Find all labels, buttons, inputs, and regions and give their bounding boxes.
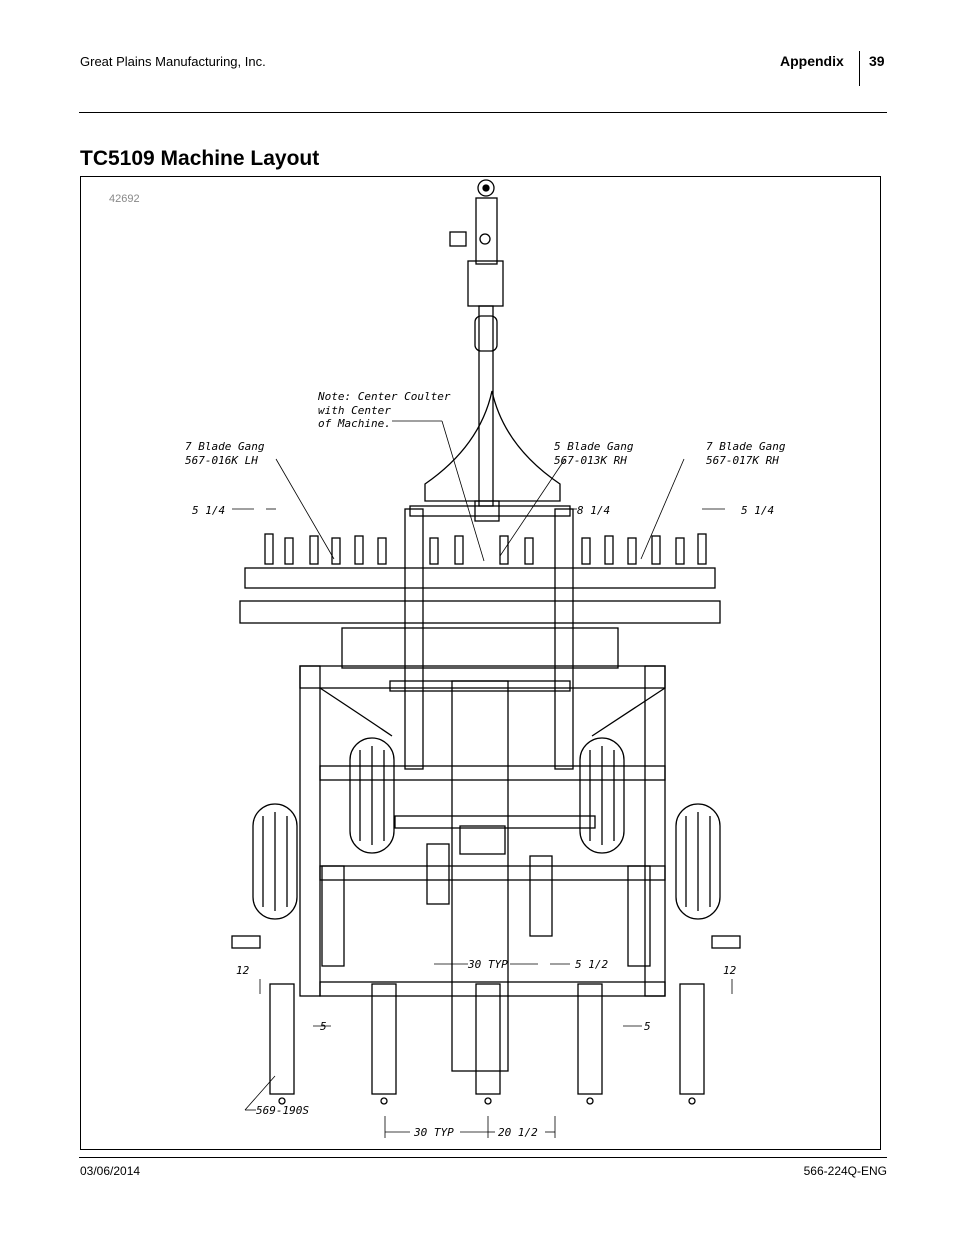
gang-center-line-1: 5 Blade Gang xyxy=(554,440,634,453)
dim-center-top: 8 1/4 xyxy=(577,504,610,517)
footer-date: 03/06/2014 xyxy=(80,1164,141,1178)
company-name: Great Plains Manufacturing, Inc. xyxy=(80,54,266,69)
tire-right-inner xyxy=(579,737,625,854)
gang-right-line-1: 7 Blade Gang xyxy=(706,440,786,453)
figure-labels: Note: Center Coulter with Center of Mach… xyxy=(185,390,786,1139)
gang-left-line-2: 567-016K LH xyxy=(185,454,258,467)
hitch-ring xyxy=(477,179,495,197)
dim-30-typ-top: 30 TYP xyxy=(467,958,508,971)
tire-right-outer xyxy=(675,803,721,920)
tire-left-outer xyxy=(252,803,298,920)
dim-5-half: 5 1/2 xyxy=(575,958,608,971)
tongue-front xyxy=(475,197,498,265)
frame-right-rail xyxy=(644,665,666,997)
note-line-1: Note: Center Coulter xyxy=(317,390,451,403)
part-shank-label: 569-190S xyxy=(256,1104,309,1117)
section-name: Appendix xyxy=(780,53,844,69)
dim-left-12: 12 xyxy=(236,964,250,977)
gang-right-line-2: 567-017K RH xyxy=(706,454,779,467)
note-line-3: of Machine. xyxy=(318,417,391,430)
figure-frame xyxy=(80,176,881,1150)
machine-layout-drawing: Note: Center Coulter with Center of Mach… xyxy=(185,179,786,1139)
dim-left-5: 5 xyxy=(320,1020,327,1033)
tongue-main xyxy=(478,305,494,507)
page-number: 39 xyxy=(869,53,885,69)
rear-shank-row xyxy=(269,983,705,1105)
dim-right-top: 5 1/4 xyxy=(741,504,774,517)
dim-right-12: 12 xyxy=(723,964,737,977)
page-title: TC5109 Machine Layout xyxy=(80,147,320,170)
disc-row xyxy=(264,533,707,565)
mid-bar xyxy=(394,815,596,829)
tire-left-inner xyxy=(349,737,395,854)
gang-center-line-2: 567-013K RH xyxy=(554,454,627,467)
front-shank-row xyxy=(321,843,651,967)
gang-left-line-1: 7 Blade Gang xyxy=(185,440,265,453)
center-shield xyxy=(424,390,561,502)
header-separator xyxy=(859,51,860,86)
dim-left-top: 5 1/4 xyxy=(192,504,225,517)
front-gang-bar xyxy=(244,567,716,589)
footer-rule xyxy=(79,1157,887,1158)
dim-20-half: 20 1/2 xyxy=(498,1126,538,1139)
note-line-2: with Center xyxy=(318,404,391,417)
dim-right-5: 5 xyxy=(644,1020,651,1033)
footer-doc-number: 566-224Q-ENG xyxy=(803,1164,887,1178)
frame-left-rail xyxy=(299,665,321,997)
header-rule xyxy=(79,112,887,113)
rear-toolbar xyxy=(319,981,666,997)
dim-30-typ-bottom: 30 TYP xyxy=(413,1126,454,1139)
figure-number: 42692 xyxy=(109,193,140,205)
